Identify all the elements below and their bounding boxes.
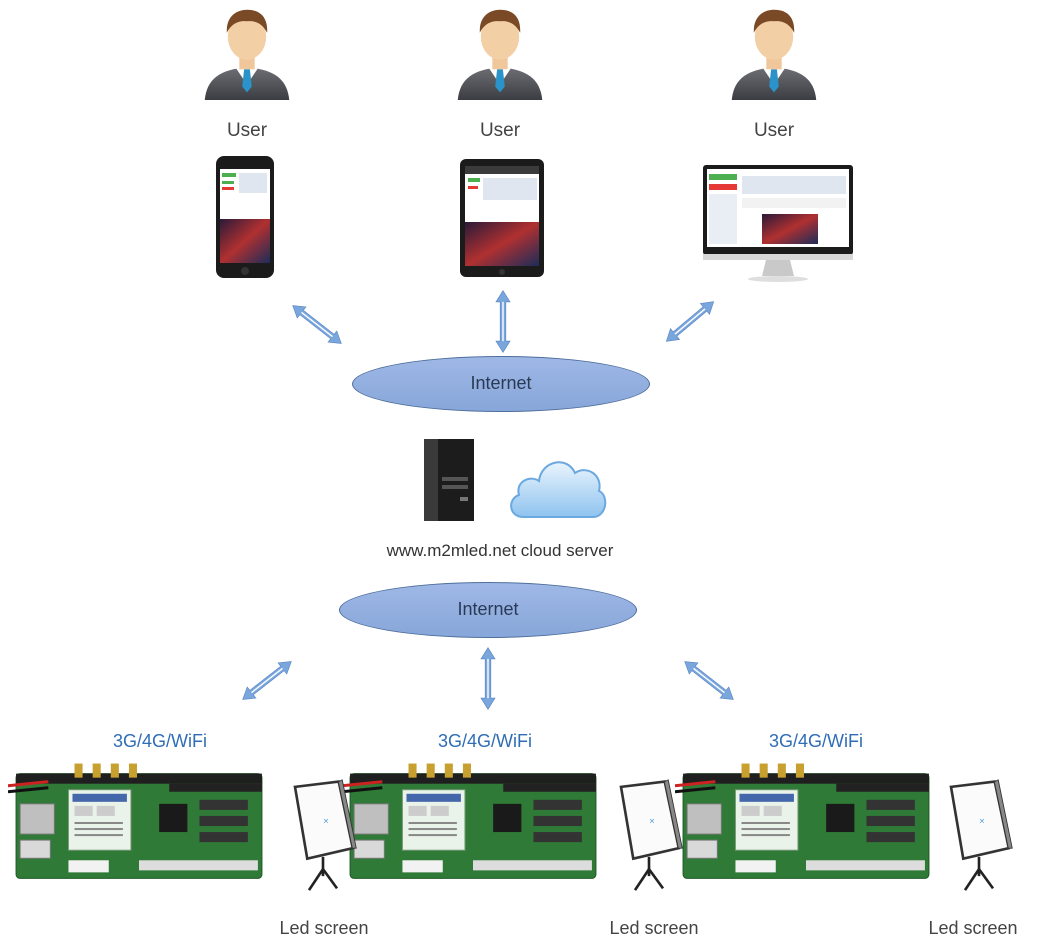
- led-screen-label: Led screen: [279, 918, 369, 938]
- bidirectional-arrow-icon: [495, 287, 512, 357]
- connection-label: 3G/4G/WiFi: [112, 731, 207, 751]
- user-label: User: [479, 120, 521, 141]
- internet-label-top: Internet: [470, 373, 532, 393]
- bidirectional-arrow-icon: [284, 296, 350, 352]
- led-controller-board: [675, 762, 937, 886]
- connection-label: 3G/4G/WiFi: [768, 731, 863, 751]
- user-avatar-icon: [726, 4, 822, 100]
- phone-icon: [216, 156, 274, 278]
- led-screen-label: Led screen: [609, 918, 699, 938]
- bidirectional-arrow-icon: [480, 644, 497, 714]
- internet-cloud-bottom: [339, 582, 637, 638]
- internet-cloud-top: [352, 356, 650, 412]
- bidirectional-arrow-icon: [676, 652, 742, 708]
- connection-label: 3G/4G/WiFi: [437, 731, 532, 751]
- led-controller-board: [8, 762, 270, 886]
- tablet-icon: [460, 159, 544, 277]
- user-avatar-icon: [199, 4, 295, 100]
- internet-label-bottom: Internet: [457, 599, 519, 619]
- user-label: User: [753, 120, 795, 141]
- desktop-monitor-icon: [703, 165, 853, 282]
- led-controller-board: [342, 762, 604, 886]
- led-screen-label: Led screen: [928, 918, 1018, 938]
- bidirectional-arrow-icon: [234, 652, 300, 708]
- user-label: User: [226, 120, 268, 141]
- led-screen-icon: [288, 770, 358, 900]
- cloud-icon: [510, 461, 607, 518]
- led-screen-icon: [614, 770, 684, 900]
- user-avatar-icon: [452, 4, 548, 100]
- server-tower-icon: [424, 439, 474, 521]
- bidirectional-arrow-icon: [658, 292, 723, 350]
- led-screen-icon: [944, 770, 1014, 900]
- server-label: www.m2mled.net cloud server: [386, 541, 614, 560]
